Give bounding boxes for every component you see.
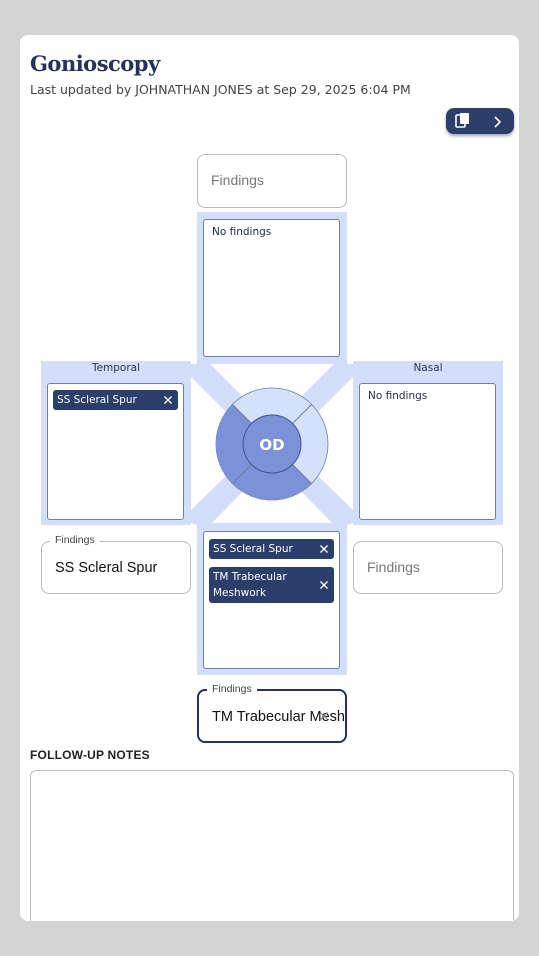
page-title: Gonioscopy xyxy=(30,51,160,76)
temporal-findings-legend: Findings xyxy=(50,534,100,546)
finding-chip-ss-scleral-spur: SS Scleral Spur xyxy=(209,539,334,559)
last-updated-text: Last updated by JOHNATHAN JONES at Sep 2… xyxy=(30,82,411,97)
nasal-findings-placeholder: Findings xyxy=(367,559,420,575)
remove-chip-icon[interactable] xyxy=(319,580,329,590)
temporal-label: Temporal xyxy=(91,362,141,374)
chip-label: TM Trabecular Meshwork xyxy=(213,571,287,599)
copy-next-button[interactable] xyxy=(446,108,514,134)
superior-findings-input[interactable]: Findings xyxy=(197,154,347,208)
eye-label: OD xyxy=(259,436,284,454)
follow-up-notes-label: FOLLOW-UP NOTES xyxy=(30,748,150,762)
nasal-findings-input[interactable]: Findings xyxy=(353,541,503,594)
eye-angle-diagram: OD xyxy=(215,387,329,501)
chip-label: SS Scleral Spur xyxy=(57,394,137,406)
nasal-no-findings: No findings xyxy=(368,390,428,402)
nasal-label: Nasal xyxy=(413,362,443,374)
remove-chip-icon[interactable] xyxy=(319,544,329,554)
temporal-findings-value: SS Scleral Spur xyxy=(55,560,158,576)
follow-up-notes-textarea[interactable] xyxy=(30,770,514,921)
finding-chip-ss-scleral-spur: SS Scleral Spur xyxy=(53,390,178,410)
superior-findings-box[interactable]: No findings xyxy=(203,219,340,357)
chevron-right-icon[interactable] xyxy=(492,114,502,133)
clear-input-icon[interactable] xyxy=(319,711,329,721)
inferior-findings-input[interactable]: Findings TM Trabecular Meshwork xyxy=(197,683,347,743)
superior-no-findings: No findings xyxy=(212,226,272,238)
inferior-findings-legend: Findings xyxy=(207,683,257,695)
chip-label: SS Scleral Spur xyxy=(213,543,293,555)
inferior-findings-box[interactable]: SS Scleral Spur TM Trabecular Meshwork xyxy=(203,531,340,669)
copy-icon[interactable] xyxy=(455,112,471,133)
temporal-findings-input[interactable]: Findings SS Scleral Spur xyxy=(41,534,191,594)
gonio-connectors xyxy=(191,364,353,525)
superior-findings-placeholder: Findings xyxy=(211,172,264,188)
temporal-findings-box[interactable]: SS Scleral Spur xyxy=(47,383,184,520)
nasal-findings-box[interactable]: No findings xyxy=(359,383,496,520)
remove-chip-icon[interactable] xyxy=(163,395,173,405)
inferior-findings-value: TM Trabecular Meshwork xyxy=(212,709,345,725)
gonioscopy-card: Gonioscopy Last updated by JOHNATHAN JON… xyxy=(20,35,519,921)
finding-chip-tm-trabecular-meshwork: TM Trabecular Meshwork xyxy=(209,567,334,603)
